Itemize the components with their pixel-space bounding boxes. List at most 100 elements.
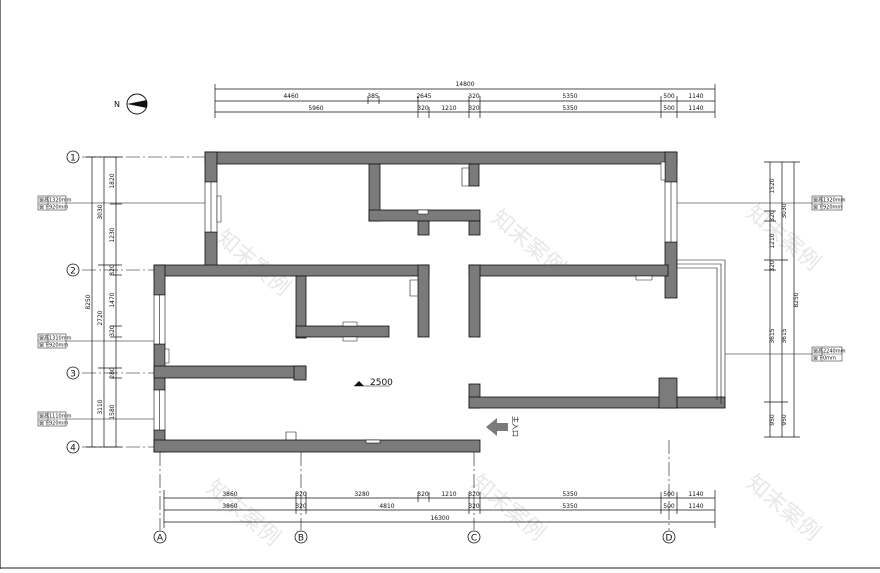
wall-row2-left xyxy=(153,264,430,277)
dim-text: 5350 xyxy=(562,503,577,510)
dim-text: 1230 xyxy=(109,227,116,242)
walls xyxy=(153,151,726,453)
dim-text: 1210 xyxy=(441,491,456,498)
tag-value: 920mm xyxy=(49,343,68,349)
wall-right-room-corner xyxy=(658,377,678,409)
dim-text: 5350 xyxy=(562,93,577,100)
left-total-dim: 8250 xyxy=(85,294,92,309)
wall-row3 xyxy=(153,365,307,379)
axis-row-4: 4 xyxy=(70,444,76,454)
tag-value: 920mm xyxy=(823,205,842,211)
tag-label: 窗下 xyxy=(813,355,823,362)
dim-text: 500 xyxy=(663,93,675,100)
bottom-dim-row1: 3860 320 3280 320 1210 320 5350 500 1140 xyxy=(222,491,703,498)
radiator-1 xyxy=(216,195,222,223)
tag-label: 窗高 xyxy=(39,413,49,420)
left-dim-mid: 3030 2720 3110 xyxy=(97,204,104,414)
tag-label: 窗高 xyxy=(39,197,49,204)
tag-label: 窗高 xyxy=(39,335,49,342)
tag-value: 2240mm xyxy=(823,349,846,355)
windows xyxy=(153,181,726,431)
bottom-dimensions xyxy=(163,490,716,528)
dim-text: 5350 xyxy=(562,105,577,112)
dim-text: 3615 xyxy=(781,328,788,343)
radiator-7 xyxy=(164,348,170,364)
dim-text: 1140 xyxy=(688,105,703,112)
dim-text: 3030 xyxy=(97,204,104,219)
dim-text: 4810 xyxy=(379,503,394,510)
dim-text: 950 xyxy=(769,414,776,426)
dim-text: 320 xyxy=(468,93,480,100)
wall-balcony-bottom xyxy=(676,396,726,409)
dim-text: 1470 xyxy=(109,292,116,307)
tag-value: 1320mm xyxy=(49,198,72,204)
axis-col-markers: A B C D xyxy=(153,530,676,544)
window-tag-right-2: 窗高 2240mm 窗下 0mm xyxy=(725,346,846,362)
wall-center-vertical xyxy=(468,264,481,338)
wall-stub-b xyxy=(468,220,481,236)
tag-label: 窗下 xyxy=(39,342,49,349)
axis-row-1: 1 xyxy=(70,154,76,164)
tag-value: 1110mm xyxy=(49,414,72,420)
axis-row-3: 3 xyxy=(70,370,76,380)
entrance-arrow: 主入口 xyxy=(486,416,520,437)
dim-text: 320 xyxy=(295,491,307,498)
dim-text: 4460 xyxy=(283,93,298,100)
left-dimensions xyxy=(86,156,122,448)
tag-value: 1320mm xyxy=(823,198,846,204)
axis-col-d: D xyxy=(666,534,673,544)
axis-row-2: 2 xyxy=(70,267,76,277)
wall-right-room-bottom xyxy=(468,396,678,409)
wall-top xyxy=(204,151,678,165)
dim-text: 1140 xyxy=(688,503,703,510)
dim-text: 2720 xyxy=(97,310,104,325)
dim-text: 320 xyxy=(417,491,429,498)
dim-text: 1140 xyxy=(688,491,703,498)
dim-text: 500 xyxy=(663,105,675,112)
wall-center-vertical-left xyxy=(417,264,430,338)
wall-left-upper-a xyxy=(204,151,218,183)
right-dim-inner: 1520 320 1210 320 3615 950 xyxy=(769,178,776,426)
wall-left-upper-b xyxy=(204,231,218,271)
tag-label: 窗高 xyxy=(813,197,823,204)
tag-value: 1310mm xyxy=(49,336,72,342)
tag-label: 窗下 xyxy=(39,420,49,427)
radiator-4 xyxy=(635,275,653,281)
dim-text: 1210 xyxy=(441,105,456,112)
tag-label: 窗下 xyxy=(813,204,823,211)
dim-text: 1140 xyxy=(688,93,703,100)
wall-kitchen-bottom xyxy=(295,325,390,338)
window-tag-right-1: 窗高 1320mm 窗下 920mm xyxy=(677,195,846,211)
wall-stub-c xyxy=(468,163,480,187)
right-dimensions xyxy=(764,161,800,438)
top-total-dim: 14800 xyxy=(455,81,474,88)
wall-kitchen-left xyxy=(295,275,307,339)
axis-col-b: B xyxy=(298,534,304,544)
dim-text: 3615 xyxy=(769,328,776,343)
dim-text: 3280 xyxy=(354,491,369,498)
top-dimensions xyxy=(214,84,716,118)
wall-right-upper-a xyxy=(664,151,678,183)
entrance-arrow-icon xyxy=(486,418,508,436)
dim-text: 1210 xyxy=(769,233,776,248)
tag-value: 920mm xyxy=(49,205,68,211)
wall-row3-end xyxy=(293,365,307,381)
dim-text: 385 xyxy=(367,93,379,100)
dim-text: 950 xyxy=(781,414,788,426)
dim-text: 3860 xyxy=(222,491,237,498)
axis-col-c: C xyxy=(471,534,477,544)
window-balcony xyxy=(677,259,726,408)
dim-text: 320 xyxy=(769,260,776,272)
watermark-1: 知末案例 xyxy=(211,225,294,301)
radiator-6 xyxy=(342,336,358,342)
window-tag-left-3: 窗高 1110mm 窗下 920mm xyxy=(37,411,154,427)
bottom-dim-row2: 3860 320 4810 320 5350 500 1140 xyxy=(222,503,703,510)
dim-text: 320 xyxy=(417,105,429,112)
dim-text: 320 xyxy=(468,491,480,498)
bottom-total-dim: 16300 xyxy=(430,515,449,522)
dim-text: 1820 xyxy=(109,173,116,188)
entrance-label: 主入口 xyxy=(511,416,520,437)
tag-label: 窗高 xyxy=(813,348,823,355)
door-bottom xyxy=(285,431,297,440)
